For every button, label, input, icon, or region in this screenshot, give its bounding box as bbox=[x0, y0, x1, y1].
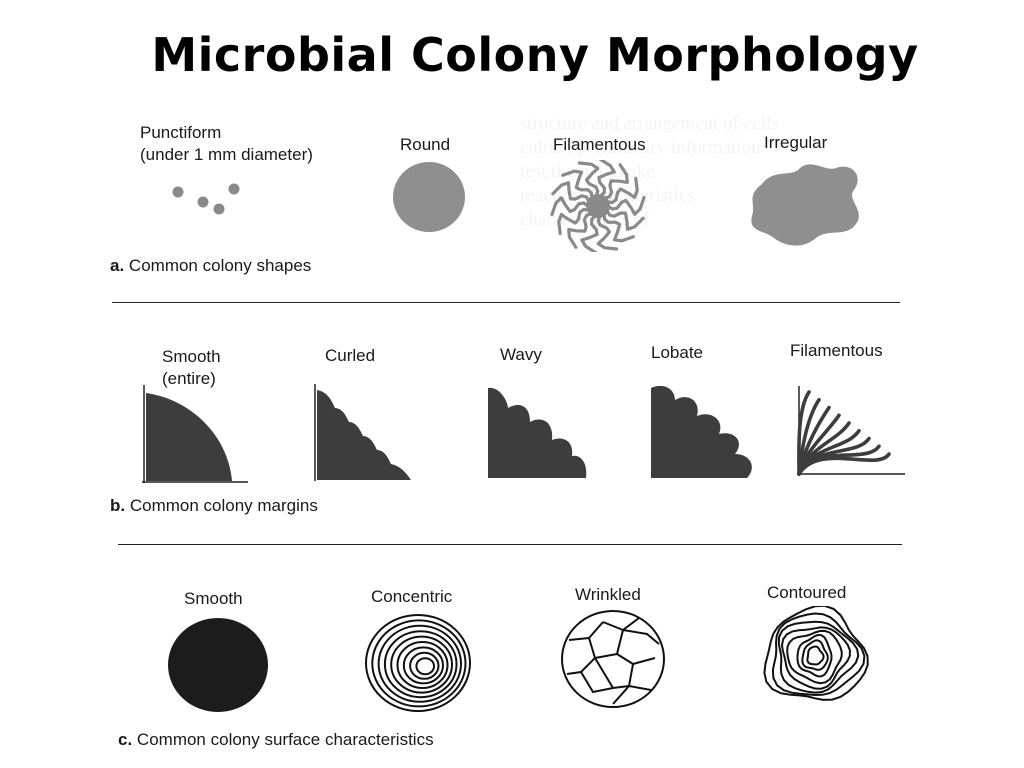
caption-c-letter: c. bbox=[118, 730, 133, 749]
smooth-surface-icon bbox=[168, 618, 268, 712]
filamentous-colony-icon bbox=[550, 160, 646, 252]
caption-b: b. Common colony margins bbox=[110, 496, 318, 516]
label-lobate: Lobate bbox=[651, 343, 703, 362]
label-irregular: Irregular bbox=[764, 133, 828, 152]
label-concentric: Concentric bbox=[371, 587, 453, 606]
filamentous-margin-icon bbox=[797, 386, 905, 476]
label-punctiform: Punctiform (under 1 mm diameter) bbox=[140, 123, 313, 164]
caption-c: c. Common colony surface characteristics bbox=[118, 730, 434, 750]
page-title: Microbial Colony Morphology bbox=[151, 28, 919, 82]
label-filamentous-shape: Filamentous bbox=[553, 135, 646, 154]
contoured-surface-icon bbox=[763, 606, 869, 701]
curled-margin-icon bbox=[314, 384, 411, 481]
label-round: Round bbox=[400, 135, 451, 154]
caption-b-text: Common colony margins bbox=[129, 496, 318, 515]
label-wrinkled: Wrinkled bbox=[575, 585, 641, 604]
smooth-margin-icon bbox=[142, 385, 248, 483]
wavy-margin-icon bbox=[488, 387, 587, 478]
divider-bc bbox=[118, 544, 902, 545]
caption-c-text: Common colony surface characteristics bbox=[136, 730, 434, 749]
caption-b-letter: b. bbox=[110, 496, 126, 515]
concentric-surface-icon bbox=[365, 614, 471, 712]
caption-a-text: Common colony shapes bbox=[128, 256, 312, 275]
label-smooth-entire: Smooth (entire) bbox=[162, 347, 221, 388]
lobate-margin-icon bbox=[651, 385, 752, 478]
label-contoured: Contoured bbox=[767, 583, 847, 602]
label-curled: Curled bbox=[325, 346, 376, 365]
label-filamentous-margin: Filamentous bbox=[790, 341, 883, 360]
irregular-colony-icon bbox=[751, 164, 859, 246]
label-smooth-surface: Smooth bbox=[184, 589, 243, 608]
round-colony-icon bbox=[393, 162, 465, 232]
caption-a-letter: a. bbox=[110, 256, 125, 275]
caption-a: a. Common colony shapes bbox=[110, 256, 311, 276]
label-wavy: Wavy bbox=[500, 345, 542, 364]
divider-ab bbox=[112, 302, 900, 303]
wrinkled-surface-icon bbox=[561, 610, 665, 708]
punctiform-icon bbox=[172, 183, 240, 215]
